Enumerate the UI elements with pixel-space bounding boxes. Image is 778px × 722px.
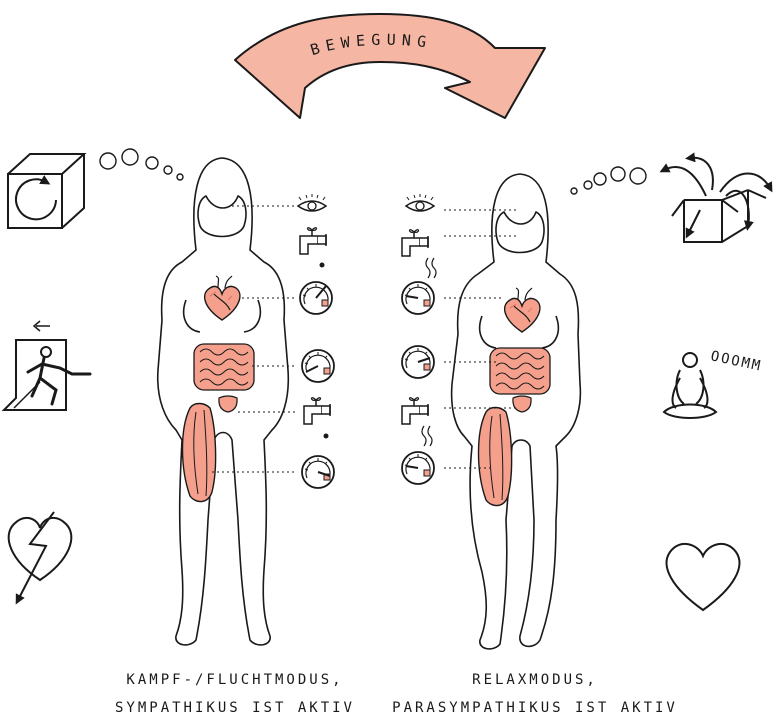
right-intestines-icon	[489, 347, 551, 395]
right-caption-line2: PARASYMPATHIKUS IST AKTIV	[392, 700, 678, 716]
right-gauge-needle	[405, 465, 419, 469]
right-water-flow-icon	[421, 425, 433, 447]
left-drop-icon	[323, 433, 329, 439]
right-faucet-icon	[401, 228, 429, 257]
left-caption-line1: KAMPF-/FLUCHTMODUS,	[126, 672, 344, 688]
right-caption: RELAXMODUS, PARASYMPATHIKUS IST AKTIV	[385, 666, 685, 722]
right-faucet-icon	[401, 396, 429, 425]
right-figure	[450, 173, 582, 650]
left-gauge-needle	[315, 285, 327, 299]
left-thigh-muscle-icon	[181, 402, 217, 503]
left-caption-line2: SYMPATHIKUS IST AKTIV	[114, 700, 355, 716]
movement-arrow: BEWEGUNG	[234, 13, 546, 119]
right-gauge-needle	[405, 295, 419, 299]
left-caption: KAMPF-/FLUCHTMODUS, SYMPATHIKUS IST AKTI…	[95, 666, 375, 722]
left-eye-icon	[297, 193, 327, 212]
thought-bubbles-left	[99, 148, 184, 181]
om-text: OOOMM	[709, 348, 763, 374]
right-gauge-needle	[417, 357, 431, 363]
thought-bubbles-right	[570, 166, 647, 195]
spinning-cube-icon	[7, 153, 87, 229]
heart-icon	[665, 542, 741, 612]
left-gauge-needle	[305, 365, 319, 373]
left-leader-lines	[212, 205, 296, 473]
right-water-flow-icon	[425, 257, 437, 279]
right-thigh-muscle-icon	[477, 406, 513, 507]
left-intestines-icon	[193, 343, 255, 391]
broken-heart-icon	[7, 511, 73, 605]
right-caption-line1: RELAXMODUS,	[472, 672, 598, 688]
left-faucet-icon	[303, 396, 331, 425]
left-gauge-needle	[317, 471, 331, 477]
right-eye-icon	[405, 193, 435, 212]
meditation-icon	[662, 352, 718, 419]
left-drop-icon	[319, 262, 325, 268]
running-exit-icon	[1, 320, 92, 411]
right-leader-lines	[444, 209, 516, 469]
open-box-icon	[659, 152, 773, 243]
left-faucet-icon	[299, 226, 327, 255]
